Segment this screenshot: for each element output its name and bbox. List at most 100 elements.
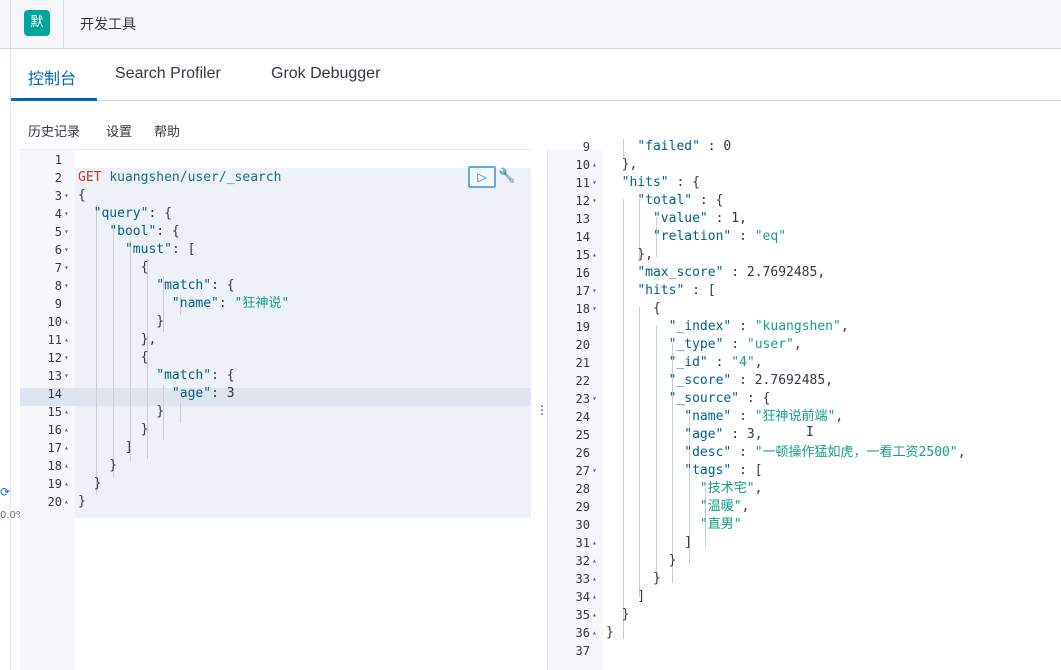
indent-guide — [180, 403, 181, 423]
request-code-line[interactable]: } — [78, 476, 102, 491]
request-code-line[interactable]: { — [78, 260, 149, 275]
request-code-line[interactable]: ] — [78, 440, 133, 455]
response-line-number: 31 — [575, 536, 590, 550]
collapsed-side-panel — [0, 49, 11, 670]
response-code-line[interactable]: "total" : { — [637, 193, 724, 208]
response-code-line[interactable]: } — [606, 607, 630, 622]
fold-down-icon[interactable]: ▾ — [64, 209, 69, 218]
history-link[interactable]: 历史记录 — [28, 125, 81, 140]
response-code-line[interactable]: } — [606, 553, 677, 568]
tab-search-profiler[interactable]: Search Profiler — [115, 65, 221, 82]
fold-up-icon[interactable]: ▴ — [64, 443, 69, 452]
response-code-line[interactable]: ] — [606, 589, 646, 604]
tab-console[interactable]: 控制台 — [28, 71, 77, 88]
request-code-line[interactable]: }, — [78, 332, 157, 347]
response-code-line[interactable]: "_score" : 2.7692485, — [668, 373, 833, 388]
fold-down-icon[interactable]: ▾ — [592, 466, 597, 475]
response-code-line[interactable]: "温暖", — [699, 499, 750, 514]
fold-down-icon[interactable]: ▾ — [64, 371, 69, 380]
request-code-line[interactable]: "name": "狂神说" — [171, 296, 290, 311]
active-tab-indicator — [11, 98, 97, 101]
response-line-number: 21 — [575, 356, 590, 370]
fold-down-icon[interactable]: ▾ — [64, 191, 69, 200]
response-code-line[interactable]: "hits" : { — [621, 175, 700, 190]
request-code-line[interactable]: } — [78, 314, 165, 329]
help-link[interactable]: 帮助 — [154, 125, 181, 140]
fold-up-icon[interactable]: ▴ — [64, 479, 69, 488]
response-line-number: 14 — [575, 230, 590, 244]
request-code-line[interactable]: GET kuangshen/user/_search — [78, 170, 282, 185]
response-code-line[interactable]: "max_score" : 2.7692485, — [637, 265, 826, 280]
request-code-line[interactable]: "match": { — [156, 278, 235, 293]
fold-down-icon[interactable]: ▾ — [64, 263, 69, 272]
response-code-line[interactable]: "_source" : { — [668, 391, 771, 406]
indent-guide — [639, 307, 640, 597]
fold-up-icon[interactable]: ▴ — [592, 628, 597, 637]
request-code-line[interactable]: "age": 3 — [171, 386, 235, 401]
response-code-line[interactable]: "_index" : "kuangshen", — [668, 319, 849, 334]
fold-down-icon[interactable]: ▾ — [592, 304, 597, 313]
settings-link[interactable]: 设置 — [106, 125, 133, 140]
refresh-icon[interactable]: ⟳ — [0, 485, 11, 499]
response-code-line[interactable]: "tags" : [ — [684, 463, 763, 478]
pane-resizer[interactable] — [531, 149, 547, 670]
response-code-line[interactable]: "desc" : "一顿操作猛如虎，一看工资2500", — [684, 445, 966, 460]
fold-down-icon[interactable]: ▾ — [592, 394, 597, 403]
fold-down-icon[interactable]: ▾ — [64, 281, 69, 290]
response-code-line[interactable]: "_id" : "4", — [668, 355, 763, 370]
request-code-line[interactable]: } — [78, 404, 165, 419]
fold-down-icon[interactable]: ▾ — [64, 245, 69, 254]
fold-up-icon[interactable]: ▴ — [592, 160, 597, 169]
response-code-line[interactable]: "relation" : "eq" — [652, 229, 787, 244]
play-icon[interactable]: ▷ — [468, 166, 496, 188]
request-code-line[interactable]: } — [78, 458, 118, 473]
fold-up-icon[interactable]: ▴ — [64, 407, 69, 416]
request-code-line[interactable]: } — [78, 422, 149, 437]
fold-down-icon[interactable]: ▾ — [592, 178, 597, 187]
fold-up-icon[interactable]: ▴ — [64, 497, 69, 506]
fold-down-icon[interactable]: ▾ — [64, 353, 69, 362]
fold-up-icon[interactable]: ▴ — [592, 556, 597, 565]
tab-grok-debugger[interactable]: Grok Debugger — [271, 65, 381, 82]
response-line-number: 11 — [575, 176, 590, 190]
fold-up-icon[interactable]: ▴ — [64, 335, 69, 344]
fold-up-icon[interactable]: ▴ — [64, 317, 69, 326]
response-code-line[interactable]: { — [606, 301, 661, 316]
response-code-line[interactable]: "age" : 3, — [684, 427, 763, 442]
request-code-line[interactable]: { — [78, 350, 149, 365]
fold-up-icon[interactable]: ▴ — [64, 425, 69, 434]
fold-up-icon[interactable]: ▴ — [592, 538, 597, 547]
fold-up-icon[interactable]: ▴ — [64, 461, 69, 470]
wrench-icon[interactable]: 🔧 — [498, 168, 516, 184]
fold-up-icon[interactable]: ▴ — [592, 592, 597, 601]
request-code-line[interactable]: { — [78, 188, 86, 203]
response-code-line[interactable]: "hits" : [ — [637, 283, 716, 298]
response-code-line[interactable]: "value" : 1, — [652, 211, 747, 226]
fold-up-icon[interactable]: ▴ — [592, 574, 597, 583]
fold-down-icon[interactable]: ▾ — [592, 196, 597, 205]
fold-up-icon[interactable]: ▴ — [592, 250, 597, 259]
response-code-line[interactable]: "技术宅", — [699, 481, 763, 496]
response-code-line[interactable]: } — [606, 625, 614, 640]
response-code-line[interactable]: "直男" — [699, 517, 742, 532]
request-code-line[interactable]: "query": { — [93, 206, 172, 221]
response-code-line[interactable]: }, — [606, 247, 653, 262]
response-code-line[interactable]: "_type" : "user", — [668, 337, 802, 352]
request-code-line[interactable]: "match": { — [156, 368, 235, 383]
fold-down-icon[interactable]: ▾ — [592, 286, 597, 295]
request-code-line[interactable]: "bool": { — [109, 224, 180, 239]
fold-up-icon[interactable]: ▴ — [592, 610, 597, 619]
app-logo[interactable]: 默 — [24, 10, 50, 36]
response-code-line[interactable]: "name" : "狂神说前端", — [684, 409, 844, 424]
fold-down-icon[interactable]: ▾ — [64, 227, 69, 236]
request-code-line[interactable]: "must": [ — [124, 242, 196, 257]
request-code-line[interactable]: } — [78, 494, 86, 509]
request-line-number: 11 — [47, 333, 62, 347]
response-code-line[interactable]: ] — [606, 535, 693, 550]
response-code-line[interactable]: } — [606, 571, 661, 586]
response-code-line[interactable]: "failed" : 0 — [637, 139, 732, 154]
response-code-line[interactable]: }, — [606, 157, 638, 172]
drag-handle-icon[interactable]: ⋮ — [536, 403, 548, 417]
